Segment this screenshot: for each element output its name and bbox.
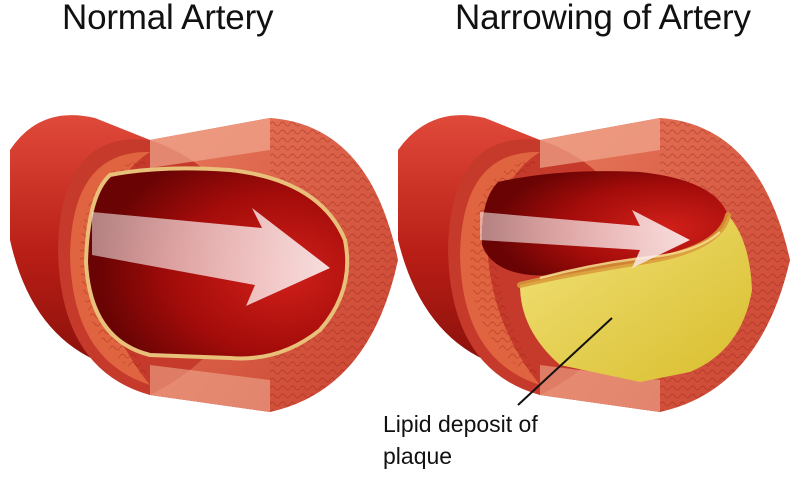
normal-artery bbox=[10, 115, 398, 412]
callout-line-1: Lipid deposit of bbox=[383, 411, 538, 437]
normal-artery-title: Normal Artery bbox=[62, 0, 274, 37]
narrowed-artery-title: Narrowing of Artery bbox=[455, 0, 751, 37]
plaque-callout: Lipid deposit of plaque bbox=[383, 408, 643, 472]
narrowed-artery bbox=[398, 115, 790, 412]
callout-leader-line bbox=[517, 317, 613, 406]
callout-line-2: plaque bbox=[383, 443, 453, 469]
